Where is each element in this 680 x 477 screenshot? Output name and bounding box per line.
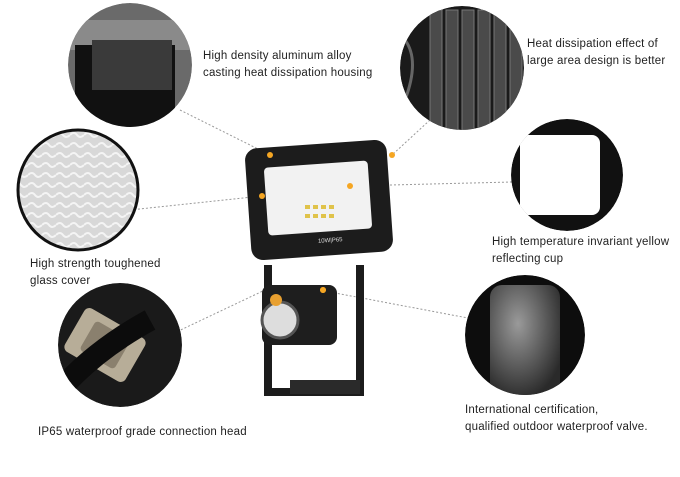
caption-line: IP65 waterproof grade connection head xyxy=(38,426,247,438)
caption-line: High density aluminum alloy xyxy=(203,50,352,62)
caption-line: International certification, xyxy=(465,404,599,416)
leader-lines xyxy=(129,109,513,336)
cup-detail-image xyxy=(511,119,623,231)
caption-fins: Heat dissipation effect of large area de… xyxy=(527,36,665,70)
caption-line: High temperature invariant yellow xyxy=(492,236,670,248)
fins-detail-image xyxy=(400,6,524,130)
caption-line: glass cover xyxy=(30,275,91,287)
caption-valve: International certification, qualified o… xyxy=(465,402,648,436)
caption-connector: IP65 waterproof grade connection head xyxy=(38,424,247,441)
caption-line: casting heat dissipation housing xyxy=(203,67,373,79)
glass-detail-image xyxy=(18,130,138,250)
caption-housing: High density aluminum alloy casting heat… xyxy=(203,48,372,82)
caption-line: Heat dissipation effect of xyxy=(527,38,658,50)
caption-cup: High temperature invariant yellow reflec… xyxy=(492,234,669,268)
caption-line: large area design is better xyxy=(527,55,666,67)
caption-glass: High strength toughened glass cover xyxy=(30,256,161,290)
caption-line: reflecting cup xyxy=(492,253,564,265)
housing-detail-image xyxy=(68,3,192,127)
caption-line: High strength toughened xyxy=(30,258,161,270)
connector-detail-image xyxy=(58,283,182,407)
callout-dots xyxy=(259,152,395,293)
valve-detail-image xyxy=(465,275,585,395)
caption-line: qualified outdoor waterproof valve. xyxy=(465,421,648,433)
floodlight-product-image xyxy=(245,139,393,396)
